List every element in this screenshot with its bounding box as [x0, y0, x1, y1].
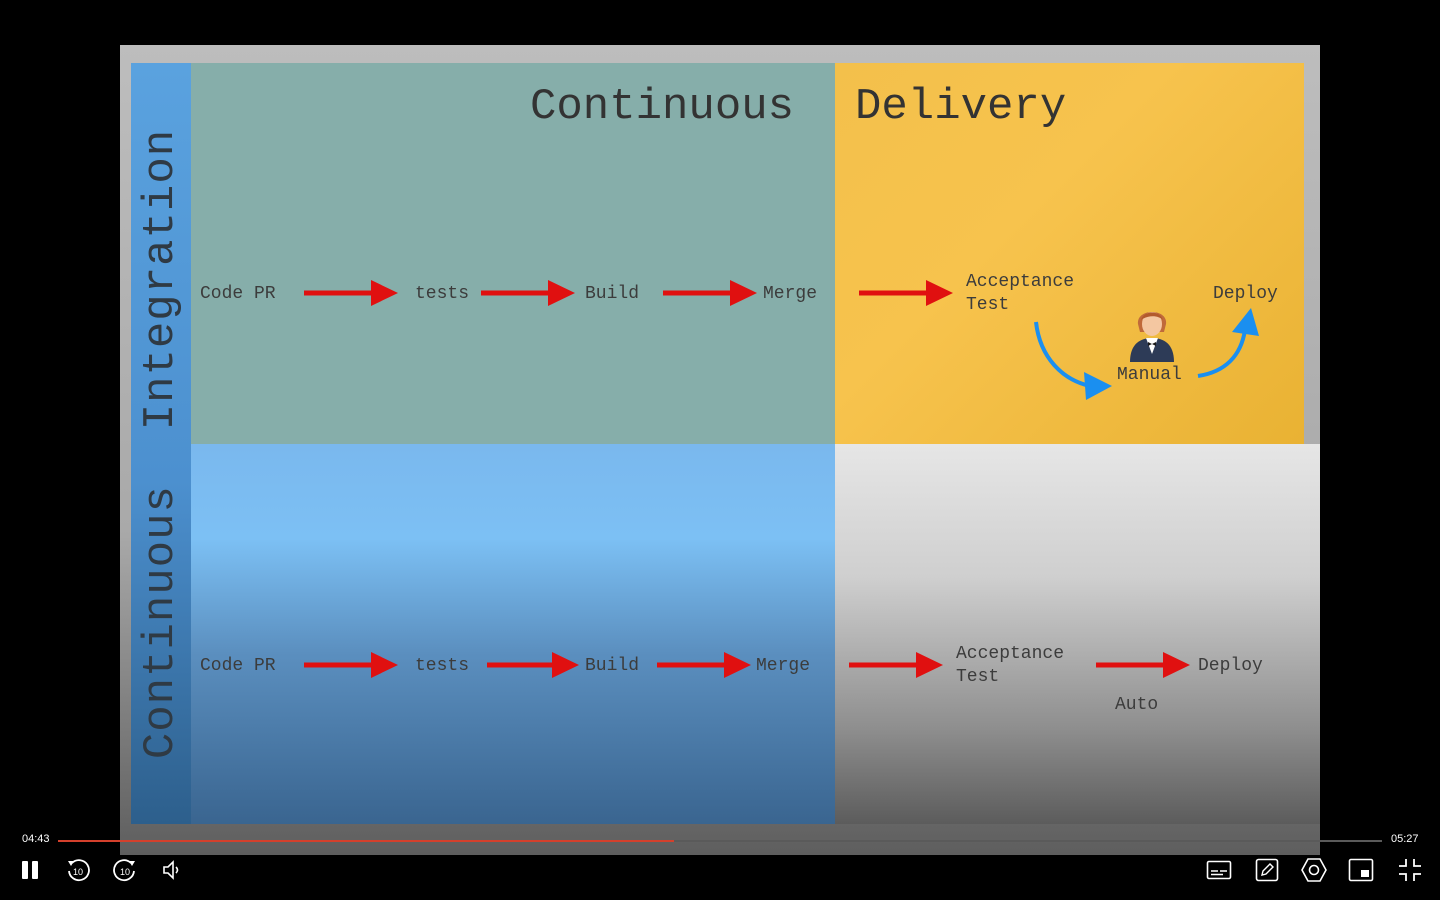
top-acceptance-line1: Acceptance: [966, 272, 1075, 292]
ci-bottom-quadrant: [131, 444, 835, 824]
volume-icon: [163, 860, 179, 880]
progress-bar[interactable]: [58, 840, 1382, 842]
settings-button[interactable]: [1299, 855, 1329, 885]
bottom-acceptance-line2: Test: [956, 667, 1000, 687]
top-acceptance-label: Acceptance Test: [966, 271, 1074, 317]
cd-auto-quadrant: [835, 444, 1320, 824]
forward-10-text: 10: [120, 867, 130, 877]
bottom-acceptance-line1: Acceptance: [956, 644, 1065, 664]
red-arrow-icon: [487, 652, 579, 678]
rewind-10-text: 10: [73, 867, 83, 877]
bottom-deploy-label: Deploy: [1198, 656, 1263, 676]
top-code-pr-label: Code PR: [200, 284, 276, 304]
red-arrow-icon: [304, 652, 398, 678]
subtitles-icon: [1206, 860, 1232, 880]
top-acceptance-line2: Test: [966, 295, 1010, 315]
exit-fullscreen-button[interactable]: [1395, 855, 1425, 885]
pause-icon: [22, 861, 38, 879]
bottom-code-pr-label: Code PR: [200, 656, 276, 676]
person-icon: [1130, 312, 1174, 362]
bottom-merge-label: Merge: [756, 656, 811, 676]
forward-10-icon: 10: [113, 859, 135, 882]
current-time: 04:43: [22, 833, 50, 845]
red-arrow-icon: [481, 280, 575, 306]
red-arrow-icon: [657, 652, 751, 678]
progress-fill: [58, 840, 674, 842]
subtitles-button[interactable]: [1204, 855, 1234, 885]
top-merge-label: Merge: [763, 284, 818, 304]
ci-top-quadrant: [191, 63, 835, 444]
blue-curved-arrow-icon: [1197, 308, 1259, 378]
pause-button[interactable]: [15, 855, 45, 885]
red-arrow-icon: [1096, 652, 1190, 678]
red-arrow-icon: [849, 652, 943, 678]
total-time: 05:27: [1391, 833, 1419, 845]
blue-curved-arrow-icon: [1034, 321, 1112, 400]
notes-button[interactable]: [1252, 855, 1282, 885]
auto-label: Auto: [1115, 695, 1159, 715]
picture-in-picture-button[interactable]: [1346, 855, 1376, 885]
top-deploy-label: Deploy: [1213, 284, 1278, 304]
red-arrow-icon: [304, 280, 398, 306]
settings-icon: [1301, 858, 1327, 882]
manual-label: Manual: [1117, 365, 1182, 385]
bottom-acceptance-label: Acceptance Test: [956, 643, 1064, 689]
title-delivery: Delivery: [855, 82, 1067, 132]
exit-fullscreen-icon: [1399, 859, 1421, 881]
notes-icon: [1255, 858, 1279, 882]
picture-in-picture-icon: [1348, 858, 1374, 882]
top-build-label: Build: [585, 284, 640, 304]
forward-10-button[interactable]: 10: [110, 855, 140, 885]
ci-side-strip: [131, 63, 191, 824]
red-arrow-icon: [663, 280, 757, 306]
rewind-10-button[interactable]: 10: [63, 855, 93, 885]
top-tests-label: tests: [415, 284, 470, 304]
rewind-10-icon: 10: [68, 859, 90, 882]
cd-manual-quadrant: [835, 63, 1304, 444]
bottom-tests-label: tests: [415, 656, 470, 676]
continuous-integration-label: Continuous Integration: [136, 128, 186, 760]
red-arrow-icon: [859, 280, 953, 306]
title-continuous: Continuous: [530, 82, 795, 132]
bottom-build-label: Build: [585, 656, 640, 676]
volume-button[interactable]: [157, 855, 187, 885]
